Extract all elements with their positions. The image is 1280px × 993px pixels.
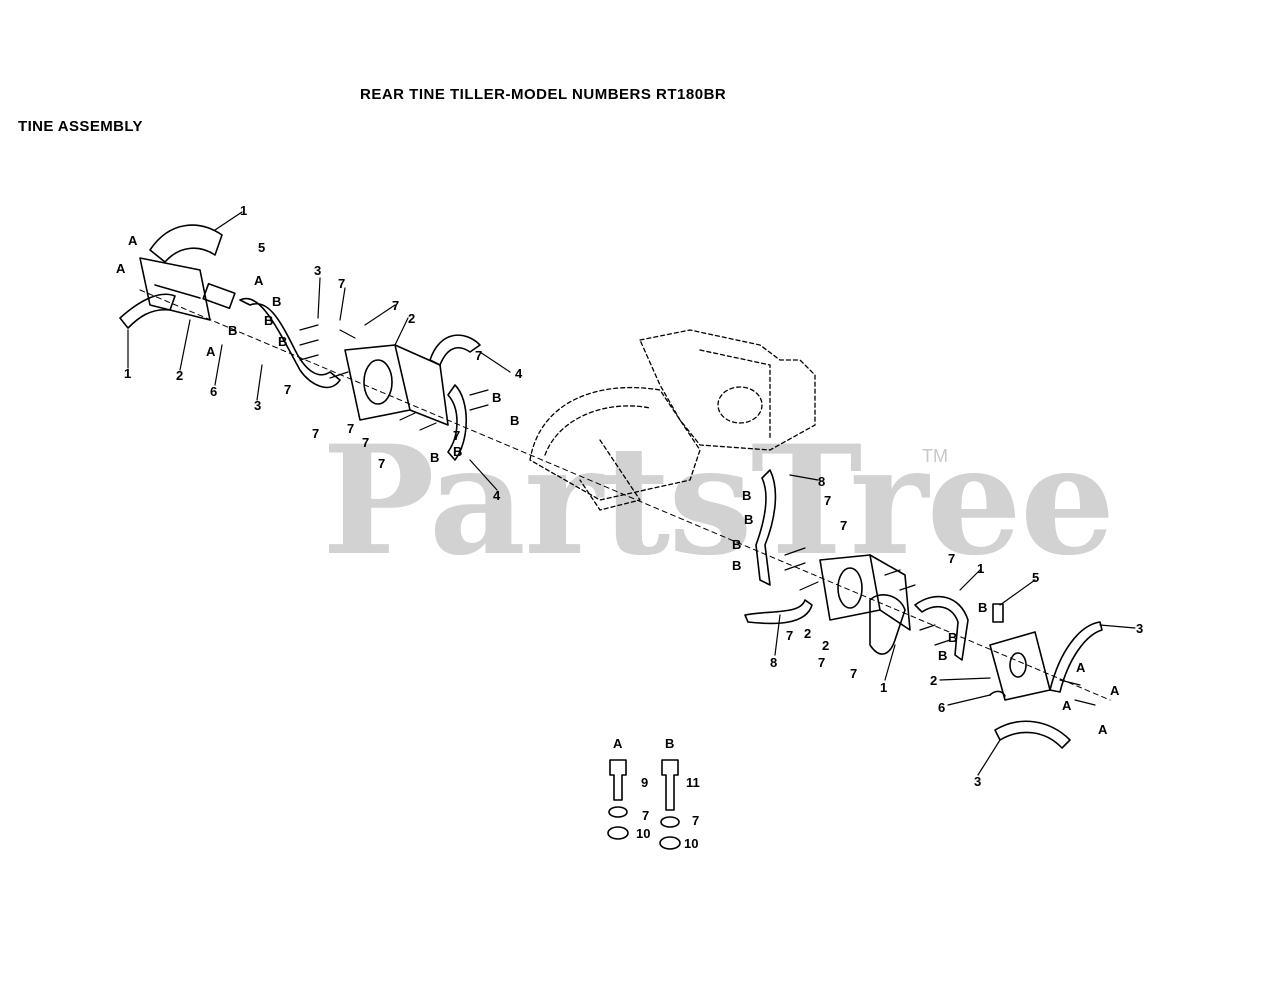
callout-8-b: 8 (770, 655, 777, 670)
callout-3-d: 3 (974, 774, 981, 789)
legend-callout-11: 11 (686, 775, 700, 790)
legend-callout-9: 9 (641, 775, 648, 790)
callout-7-f: 7 (362, 435, 369, 450)
callout-7-l: 7 (948, 551, 955, 566)
lock-washer-a-icon (608, 806, 628, 818)
callout-8-a: 8 (818, 474, 825, 489)
leader-lines (127, 211, 1136, 776)
hardware-legend (607, 759, 681, 850)
flange-plate-left (139, 257, 211, 321)
callout-7-e: 7 (347, 421, 354, 436)
callout-1-a: 1 (240, 203, 247, 218)
nut-b-icon (659, 836, 681, 850)
callout-b-5: B (492, 390, 501, 405)
bolt-b-icon (661, 759, 679, 811)
callout-4-b: 4 (493, 488, 501, 503)
bolt-a-icon (609, 759, 627, 801)
callout-2-a: 2 (176, 368, 183, 383)
callout-7-m: 7 (786, 628, 793, 643)
tine-part-1-left (149, 224, 223, 263)
callout-b-3: B (264, 313, 273, 328)
callout-1-d: 1 (880, 680, 887, 695)
tine-part-8-upper (755, 469, 777, 586)
callout-a-3: A (254, 273, 264, 288)
hub-right (819, 554, 881, 621)
callout-7-b: 7 (392, 298, 399, 313)
callout-5-b: 5 (1032, 570, 1039, 585)
callout-3-b: 3 (314, 263, 321, 278)
callout-a-5: A (1076, 660, 1086, 675)
tine-part-3-right-lower (994, 720, 1071, 749)
callout-5-a: 5 (258, 240, 265, 255)
callout-7-j: 7 (824, 493, 831, 508)
callout-2-d: 2 (804, 626, 811, 641)
callout-3-a: 3 (254, 398, 261, 413)
callout-3-c: 3 (1136, 621, 1143, 636)
callout-a-4: A (206, 344, 216, 359)
callout-7-k: 7 (840, 518, 847, 533)
callout-b-6: B (510, 413, 519, 428)
callout-b-7: B (430, 450, 439, 465)
callout-7-n: 7 (818, 655, 825, 670)
callout-b-15: B (938, 648, 947, 663)
callout-7-o: 7 (850, 666, 857, 681)
callout-b-13: B (978, 600, 987, 615)
hub-left (344, 344, 411, 421)
tine-part-4-left (429, 334, 481, 366)
callout-b-1: B (228, 323, 237, 338)
callout-7-c: 7 (284, 382, 291, 397)
legend-callout-10-b: 10 (684, 836, 698, 851)
tine-part-3-right-upper (1049, 621, 1103, 693)
legend-label-b: B (665, 736, 674, 751)
section-title: TINE ASSEMBLY (18, 118, 143, 135)
flange-plate-right (989, 631, 1051, 701)
callout-6-a: 6 (210, 384, 217, 399)
callout-a-2: A (116, 261, 126, 276)
callout-7-d: 7 (312, 426, 319, 441)
callout-7-g: 7 (378, 456, 385, 471)
tine-part-8-lower (744, 599, 813, 625)
callout-a-1: A (128, 233, 138, 248)
right-tine-group (744, 469, 1103, 749)
callout-7-a: 7 (338, 276, 345, 291)
callout-6-b: 6 (938, 700, 945, 715)
left-tine-group (119, 224, 489, 461)
callout-1-c: 1 (977, 561, 984, 576)
watermark-logo: PartsTree (322, 413, 1115, 589)
callout-2-c: 2 (930, 673, 937, 688)
callout-a-8: A (1098, 722, 1108, 737)
page-title: REAR TINE TILLER-MODEL NUMBERS RT180BR (360, 86, 727, 103)
callout-2-b: 2 (408, 311, 415, 326)
callout-1-b: 1 (124, 366, 131, 381)
callout-a-6: A (1110, 683, 1120, 698)
callout-labels: 1 5 A A A 1 2 A B 6 3 3 7 7 2 B B B 7 7 … (116, 203, 1143, 851)
callout-b-2: B (272, 294, 281, 309)
tine-part-3-left (239, 297, 341, 389)
legend-label-a: A (613, 736, 623, 751)
callout-b-11: B (732, 537, 741, 552)
callout-b-9: B (742, 488, 751, 503)
callout-a-7: A (1062, 698, 1072, 713)
callout-7-i: 7 (453, 428, 460, 443)
legend-callout-10-a: 10 (636, 826, 650, 841)
tiller-body-outline (529, 329, 816, 511)
callout-b-4: B (278, 334, 287, 349)
callout-b-12: B (732, 558, 741, 573)
lock-washer-b-icon (660, 816, 680, 828)
callout-b-14: B (948, 630, 957, 645)
nut-a-icon (607, 826, 629, 840)
callout-b-10: B (744, 512, 753, 527)
legend-callout-7-a: 7 (642, 808, 649, 823)
trademark-mark: TM (922, 446, 948, 466)
tine-lower-left (119, 293, 176, 329)
callout-7-h: 7 (475, 348, 482, 363)
callout-b-8: B (453, 444, 462, 459)
callout-2-e: 2 (822, 638, 829, 653)
callout-4-a: 4 (515, 366, 523, 381)
tine-part-1-right (914, 595, 969, 661)
legend-callout-7-b: 7 (692, 813, 699, 828)
